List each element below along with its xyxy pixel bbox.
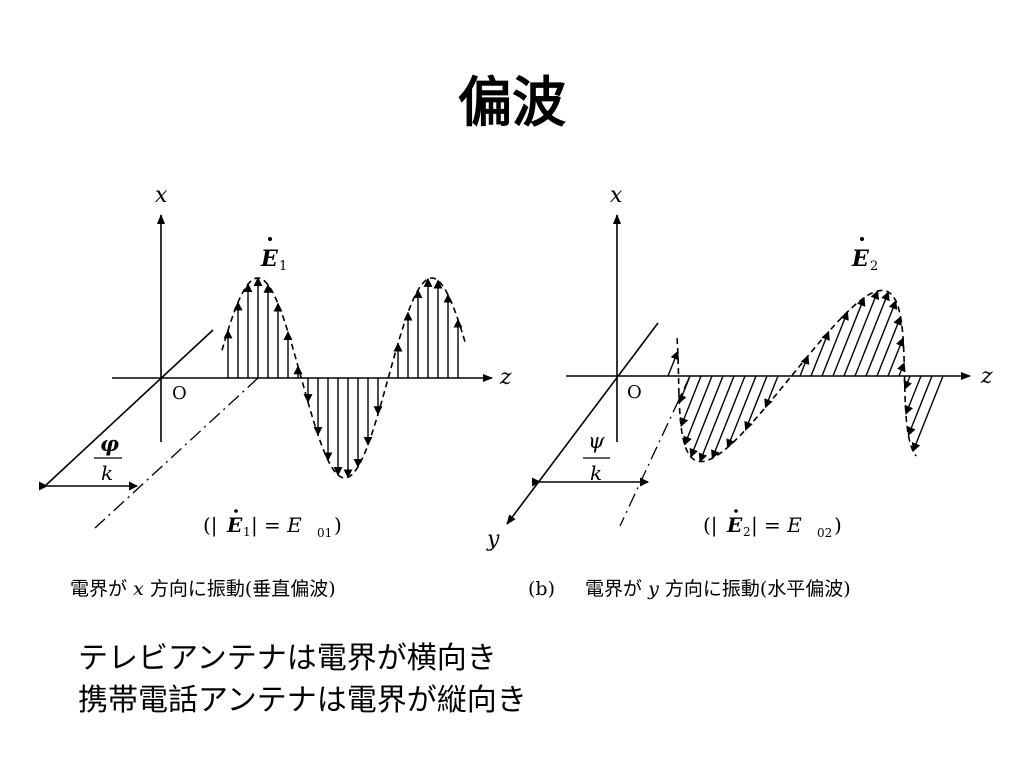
fig-b-amplitude-open: (| [703, 513, 718, 538]
caption-a-pre: 電界が [70, 578, 128, 600]
fig-b-field-arrow [821, 310, 849, 377]
fig-a-offset-num: φ [100, 431, 119, 456]
fig-b-field-arrow [907, 375, 933, 437]
fig-b-field-arrow [897, 362, 906, 377]
fig-b-offset-num: ψ [588, 429, 605, 453]
fig-b-field-arrow [854, 291, 890, 377]
fig-a-amplitude-close: ) [334, 513, 342, 537]
fig-b-amplitude-bar: | [751, 513, 758, 538]
fig-a-amplitude-dot [234, 509, 238, 513]
fig-b-amplitude-dot [734, 509, 738, 513]
fig-b-field-arrow [887, 337, 905, 377]
fig-a-amplitude-open: (| [203, 513, 218, 538]
caption-b-tag: (b) [528, 578, 555, 600]
fig-a-x-label: x [155, 183, 168, 208]
fig-b-amplitude-vec-sub: 2 [743, 525, 751, 539]
figure-b: x z y O ψ k E 2 (| E 2 | = E 02 ) [486, 183, 993, 552]
caption-b-var: y [648, 578, 659, 600]
fig-b-offset-den: k [590, 461, 602, 485]
fig-b-amplitude-vec: E [726, 513, 743, 537]
fig-a-amplitude-bar: | [251, 513, 258, 538]
fig-a-vector-sub: 1 [279, 259, 287, 274]
note-tv-antenna: テレビアンテナは電界が横向き [78, 641, 497, 676]
caption-horizontal-polarization: (b) 電界が y 方向に振動(水平偏波) [528, 574, 851, 601]
fig-a-y-axis [44, 329, 214, 487]
caption-a-var: x [133, 578, 144, 600]
fig-b-field-arrow [683, 375, 713, 446]
fig-b-vector-label: E [851, 246, 870, 272]
fig-b-field-arrow [799, 354, 810, 377]
slide-title: 偏波 [458, 71, 566, 134]
fig-b-amplitude-close: ) [834, 513, 842, 537]
caption-vertical-polarization: 電界が x 方向に振動(垂直偏波) [70, 574, 336, 601]
caption-a-post: 方向に振動(垂直偏波) [149, 578, 336, 600]
fig-a-amplitude-eq: = E [264, 513, 302, 537]
fig-b-field-arrow [744, 375, 768, 431]
fig-b-field-arrow [678, 375, 691, 404]
fig-b-z-label: z [980, 364, 993, 389]
fig-a-vector-dot [268, 237, 272, 241]
fig-a-amplitude-vec: E [226, 513, 243, 537]
polarization-diagrams: x z O φ k E 1 (| E 1 | = E 01 ) x z [39, 183, 993, 552]
fig-b-origin: O [627, 382, 642, 403]
fig-b-field-arrow [843, 290, 880, 377]
fig-b-field-arrow [711, 375, 746, 460]
fig-b-field-arrow [698, 375, 735, 463]
fig-b-field-arrow [689, 375, 724, 458]
fig-b-vector-dot [860, 237, 864, 241]
fig-b-y-axis [506, 322, 659, 525]
fig-b-field-arrow [832, 296, 866, 377]
fig-a-amplitude-vec-sub: 1 [243, 525, 251, 539]
fig-b-field-arrow [764, 375, 779, 409]
fig-b-amplitude-eq: = E [764, 513, 802, 537]
fig-a-offset-guide [94, 377, 259, 529]
fig-b-field-arrow [876, 315, 902, 377]
fig-b-field-arrow [726, 375, 757, 449]
fig-b-field-arrow [903, 375, 912, 391]
fig-b-x-label: x [610, 183, 623, 208]
fig-b-vector-sub: 2 [870, 259, 878, 274]
fig-b-wave [667, 289, 944, 463]
fig-b-field-arrow [679, 375, 702, 428]
fig-a-origin: O [172, 383, 187, 404]
fig-a-amplitude-sub: 01 [317, 526, 332, 540]
caption-b-pre: 電界が [585, 578, 643, 600]
fig-b-field-arrow [810, 330, 830, 377]
fig-b-field-arrow [667, 350, 680, 377]
note-mobile-antenna: 携帯電話アンテナは電界が縦向き [78, 683, 527, 718]
notes: テレビアンテナは電界が横向き 携帯電話アンテナは電界が縦向き [78, 638, 527, 722]
fig-b-amplitude-sub: 02 [817, 526, 832, 540]
figure-a: x z O φ k E 1 (| E 1 | = E 01 ) [39, 183, 512, 540]
fig-b-field-arrow [911, 375, 944, 453]
fig-a-offset-den: k [101, 461, 113, 485]
fig-a-wave [221, 277, 467, 479]
fig-b-field-arrow [865, 299, 898, 377]
fig-a-vector-label: E [260, 246, 279, 272]
caption-b-post: 方向に振動(水平偏波) [664, 578, 851, 600]
fig-a-z-label: z [499, 365, 512, 390]
fig-b-field-arrow [904, 375, 922, 415]
fig-b-y-label: y [486, 527, 500, 552]
